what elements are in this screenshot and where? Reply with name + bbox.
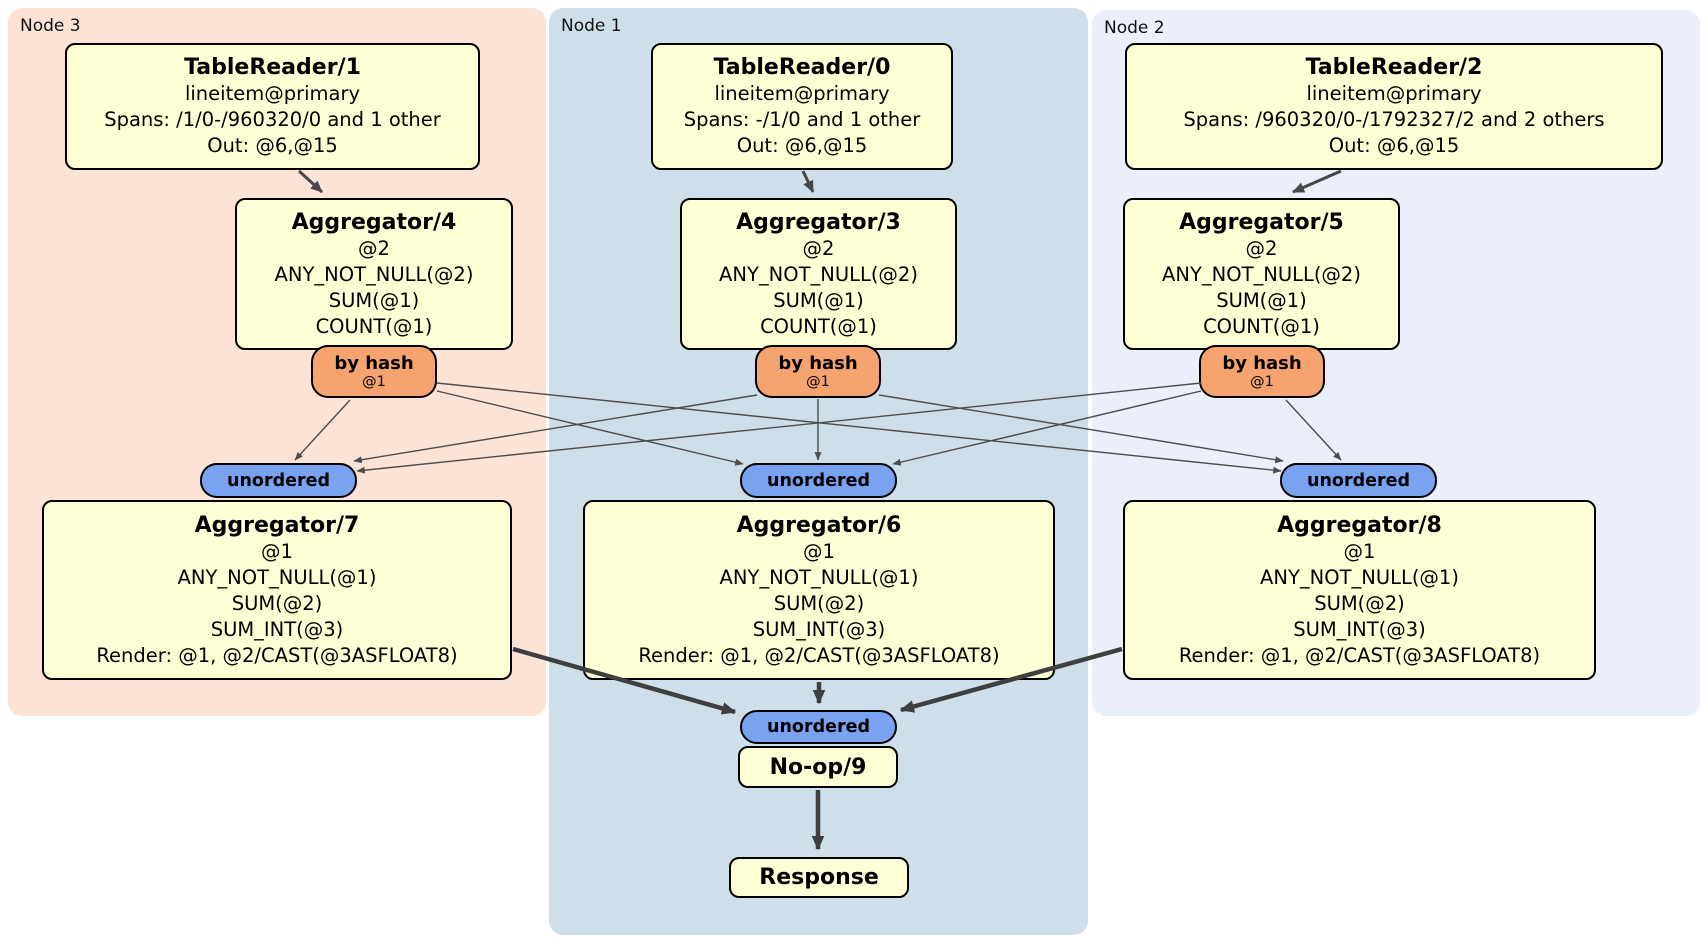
- box-aggregator-3: Aggregator/3 @2 ANY_NOT_NULL(@2) SUM(@1)…: [680, 198, 957, 350]
- router-label: by hash: [1222, 352, 1302, 374]
- box-line: lineitem@primary: [1306, 82, 1482, 105]
- box-title: Aggregator/6: [736, 512, 902, 538]
- box-aggregator-7: Aggregator/7 @1 ANY_NOT_NULL(@1) SUM(@2)…: [42, 500, 512, 680]
- box-line: @2: [802, 236, 835, 260]
- box-line: ANY_NOT_NULL(@1): [1260, 565, 1459, 589]
- box-line: Render: @1, @2/CAST(@3ASFLOAT8): [638, 643, 1000, 667]
- box-title: TableReader/2: [1305, 55, 1483, 80]
- box-aggregator-6: Aggregator/6 @1 ANY_NOT_NULL(@1) SUM(@2)…: [583, 500, 1055, 680]
- box-response: Response: [729, 857, 909, 898]
- box-line: SUM_INT(@3): [752, 617, 886, 641]
- box-line: ANY_NOT_NULL(@1): [719, 565, 919, 589]
- box-line: SUM(@1): [773, 288, 864, 312]
- box-line: ANY_NOT_NULL(@2): [274, 262, 474, 286]
- box-title: Aggregator/7: [194, 512, 360, 538]
- box-line: COUNT(@1): [315, 314, 433, 338]
- box-line: SUM(@1): [1216, 288, 1307, 312]
- box-line: COUNT(@1): [1203, 314, 1320, 338]
- stream-unordered-8: unordered: [1280, 463, 1437, 498]
- router-detail: @1: [806, 373, 830, 390]
- router-detail: @1: [1250, 373, 1274, 390]
- box-title: No-op/9: [769, 754, 867, 780]
- box-line: @1: [1343, 539, 1376, 563]
- box-line: @1: [261, 539, 293, 563]
- box-line: SUM_INT(@3): [210, 617, 344, 641]
- box-line: COUNT(@1): [760, 314, 877, 338]
- box-line: Out: @6,@15: [1328, 134, 1460, 157]
- router-by-hash-5: by hash @1: [1199, 345, 1325, 398]
- router-label: by hash: [778, 352, 858, 374]
- stream-unordered-6: unordered: [740, 463, 897, 498]
- box-title: Aggregator/4: [291, 209, 457, 235]
- box-title: Aggregator/8: [1277, 512, 1442, 538]
- box-title: Response: [759, 865, 879, 890]
- box-line: lineitem@primary: [184, 82, 361, 105]
- box-line: Render: @1, @2/CAST(@3ASFLOAT8): [96, 643, 458, 667]
- box-aggregator-4: Aggregator/4 @2 ANY_NOT_NULL(@2) SUM(@1)…: [235, 198, 513, 350]
- box-line: @2: [358, 236, 390, 260]
- box-tablereader-2: TableReader/2 lineitem@primary Spans: /9…: [1125, 43, 1663, 170]
- stream-unordered-9: unordered: [740, 710, 897, 744]
- box-line: Spans: /1/0-/960320/0 and 1 other: [104, 108, 441, 131]
- box-aggregator-5: Aggregator/5 @2 ANY_NOT_NULL(@2) SUM(@1)…: [1123, 198, 1400, 350]
- box-line: lineitem@primary: [714, 82, 890, 105]
- box-line: Out: @6,@15: [736, 134, 868, 157]
- box-line: @2: [1245, 236, 1278, 260]
- box-line: Render: @1, @2/CAST(@3ASFLOAT8): [1178, 643, 1541, 667]
- box-line: @1: [803, 539, 835, 563]
- stream-unordered-7: unordered: [200, 463, 357, 498]
- region-label-node2: Node 2: [1104, 18, 1165, 38]
- router-detail: @1: [362, 373, 386, 390]
- box-noop-9: No-op/9: [738, 746, 898, 788]
- box-line: ANY_NOT_NULL(@2): [1162, 262, 1361, 286]
- box-line: ANY_NOT_NULL(@2): [719, 262, 918, 286]
- box-tablereader-1: TableReader/1 lineitem@primary Spans: /1…: [65, 43, 480, 170]
- box-line: Spans: /960320/0-/1792327/2 and 2 others: [1183, 108, 1605, 131]
- box-title: Aggregator/5: [1179, 209, 1344, 235]
- region-label-node3: Node 3: [20, 16, 81, 36]
- box-line: SUM(@1): [328, 288, 420, 312]
- router-by-hash-3: by hash @1: [755, 345, 881, 398]
- box-line: Spans: -/1/0 and 1 other: [683, 108, 921, 131]
- box-title: Aggregator/3: [736, 209, 901, 235]
- box-line: SUM(@2): [1314, 591, 1405, 615]
- router-by-hash-4: by hash @1: [311, 345, 437, 398]
- box-title: TableReader/1: [184, 55, 361, 80]
- box-line: SUM(@2): [773, 591, 865, 615]
- router-label: by hash: [334, 352, 414, 374]
- box-tablereader-0: TableReader/0 lineitem@primary Spans: -/…: [651, 43, 953, 170]
- box-aggregator-8: Aggregator/8 @1 ANY_NOT_NULL(@1) SUM(@2)…: [1123, 500, 1596, 680]
- box-title: TableReader/0: [713, 55, 891, 80]
- box-line: SUM_INT(@3): [1293, 617, 1426, 641]
- box-line: SUM(@2): [231, 591, 323, 615]
- region-label-node1: Node 1: [561, 16, 622, 36]
- box-line: Out: @6,@15: [207, 134, 338, 157]
- box-line: ANY_NOT_NULL(@1): [177, 565, 377, 589]
